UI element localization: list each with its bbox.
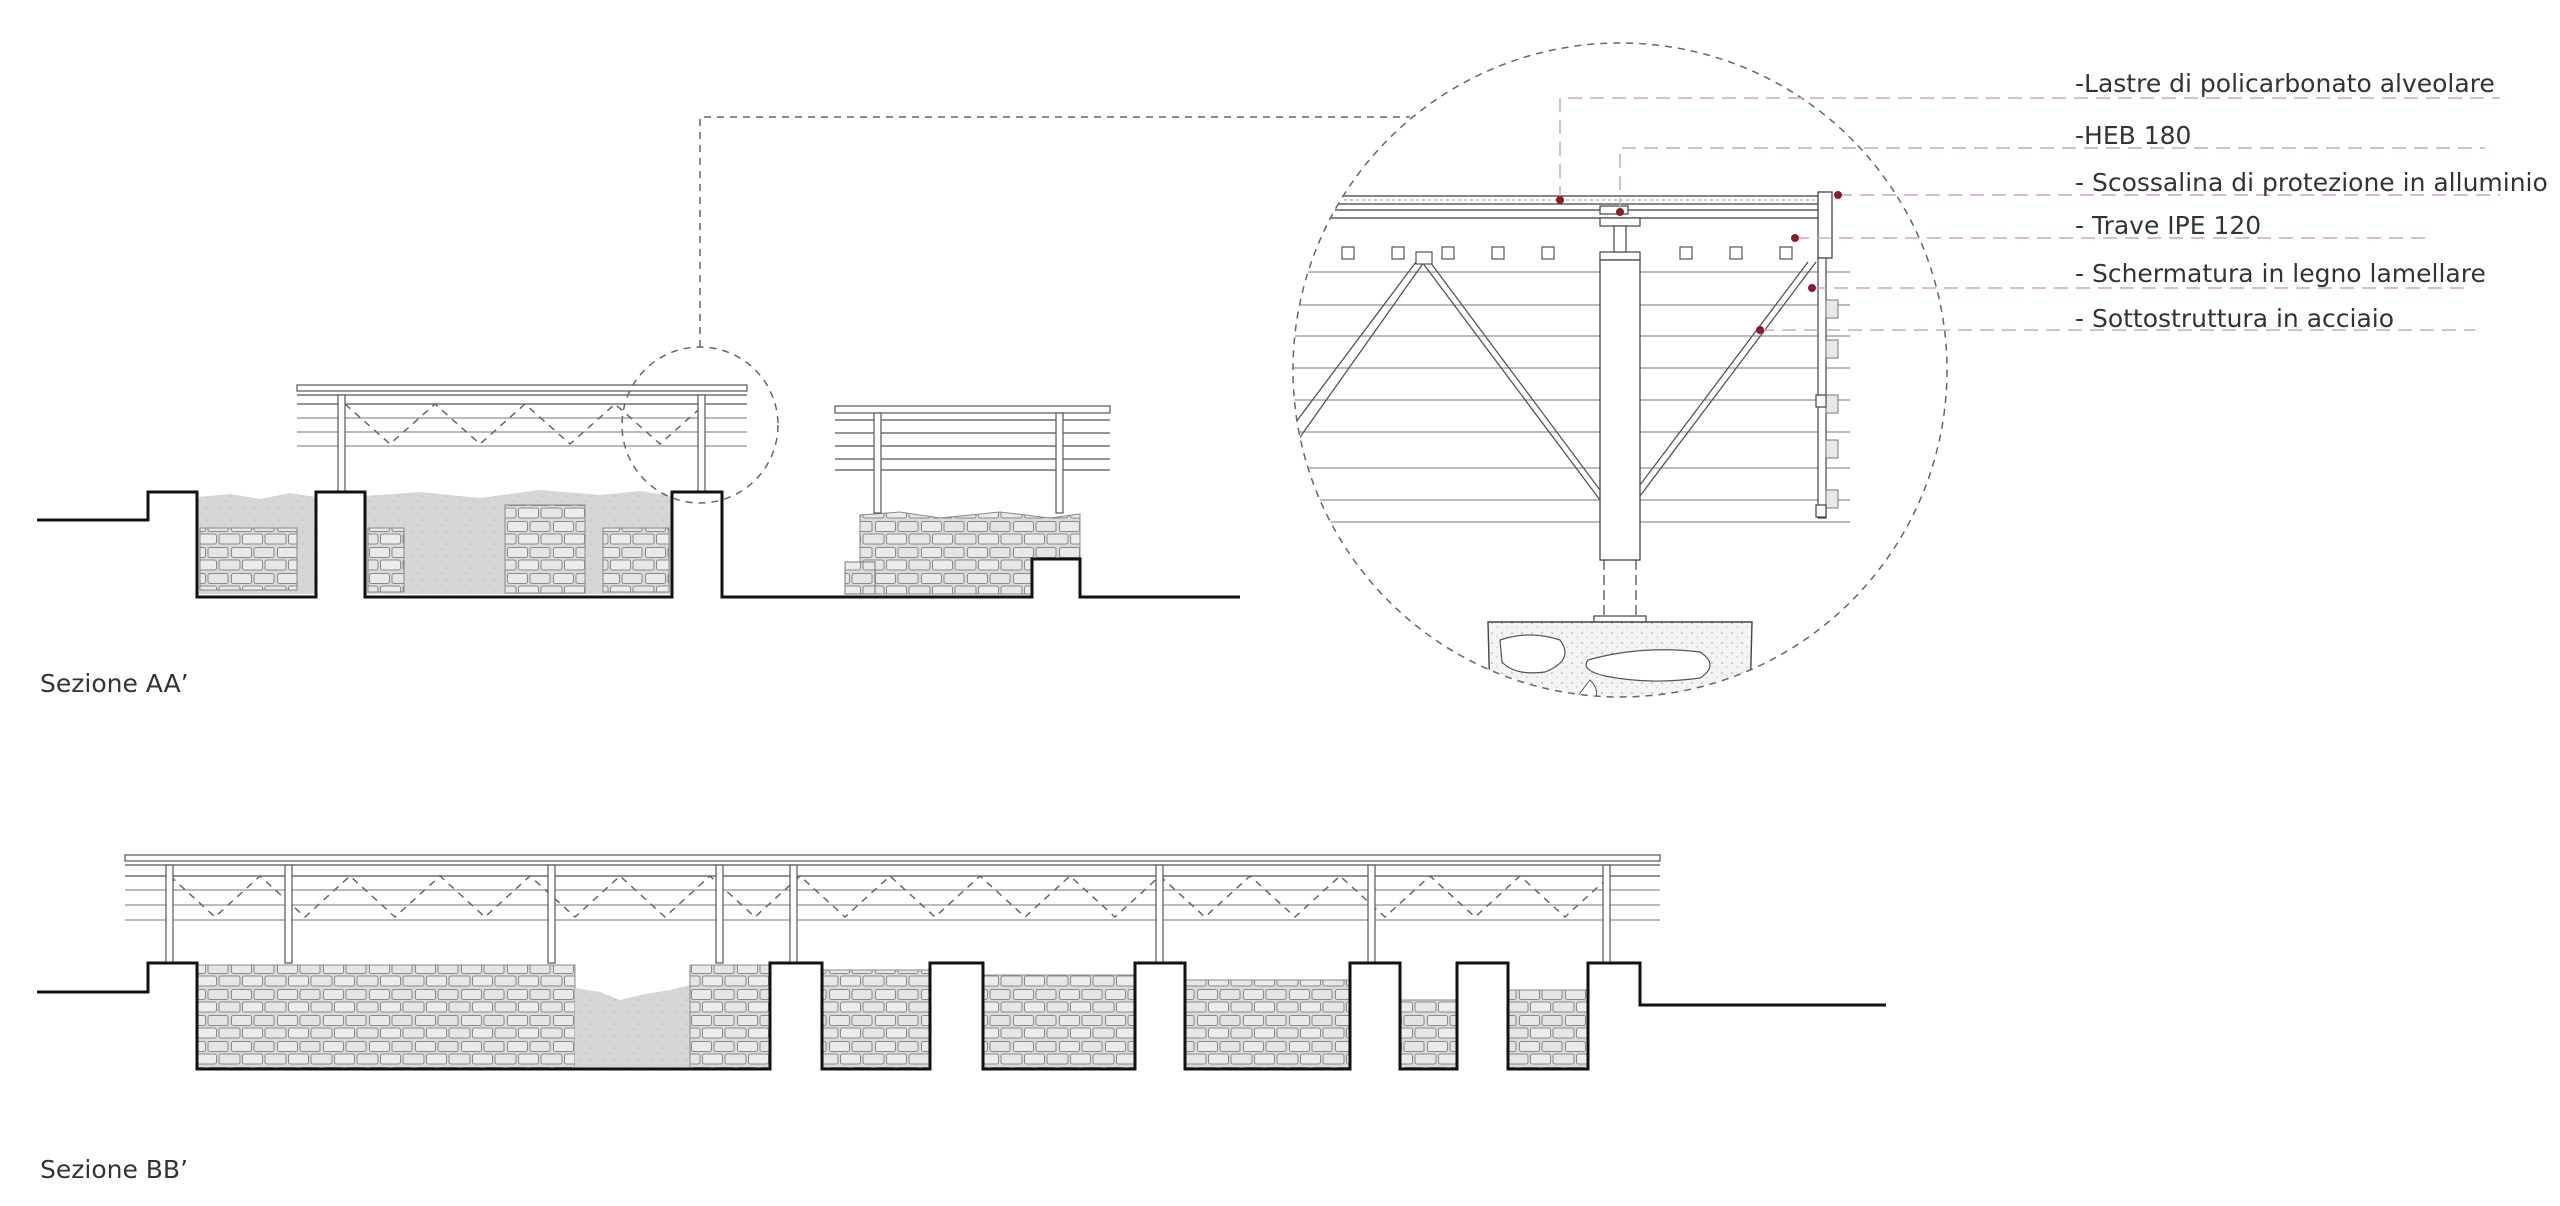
section-bb-ground-line <box>37 961 1886 1071</box>
section-bb-masonry <box>196 964 1589 1070</box>
detail-markers <box>1556 191 1842 334</box>
detail-purlins <box>1341 246 1793 260</box>
callout-heb: -HEB 180 <box>2075 121 2191 150</box>
detail-steel-bracing <box>1293 251 1817 501</box>
detail-heb-column <box>1593 217 1647 623</box>
callout-sottostruttura: - Sottostruttura in acciaio <box>2075 304 2394 333</box>
section-aa: Sezione AA’ <box>37 116 1410 698</box>
detail-enlargement <box>1292 42 2500 698</box>
detail-callout-labels: -Lastre di policarbonato alveolare -HEB … <box>2075 69 2548 333</box>
section-aa-detail-leader <box>699 116 1410 347</box>
section-aa-canopy <box>296 384 748 493</box>
callout-scossalina: - Scossalina di protezione in alluminio <box>2075 168 2548 197</box>
section-aa-title: Sezione AA’ <box>40 669 189 698</box>
section-aa-ground-line <box>37 490 1240 599</box>
detail-screen-lamellae <box>1293 271 1850 523</box>
section-bb-title: Sezione BB’ <box>40 1155 188 1184</box>
detail-foundation <box>1487 621 1753 697</box>
section-bb-canopy <box>124 854 1661 964</box>
callout-schermatura: - Schermatura in legno lamellare <box>2075 259 2486 288</box>
detail-leader-lines <box>1559 97 2500 331</box>
section-bb: Sezione BB’ <box>37 854 1886 1184</box>
section-aa-screen <box>834 405 1111 514</box>
detail-circle-outline <box>1292 42 1948 698</box>
section-aa-masonry <box>197 490 1081 599</box>
callout-policarbonato: -Lastre di policarbonato alveolare <box>2075 69 2495 98</box>
callout-trave-ipe: - Trave IPE 120 <box>2075 211 2261 240</box>
detail-edge-flashing <box>1815 191 1839 519</box>
